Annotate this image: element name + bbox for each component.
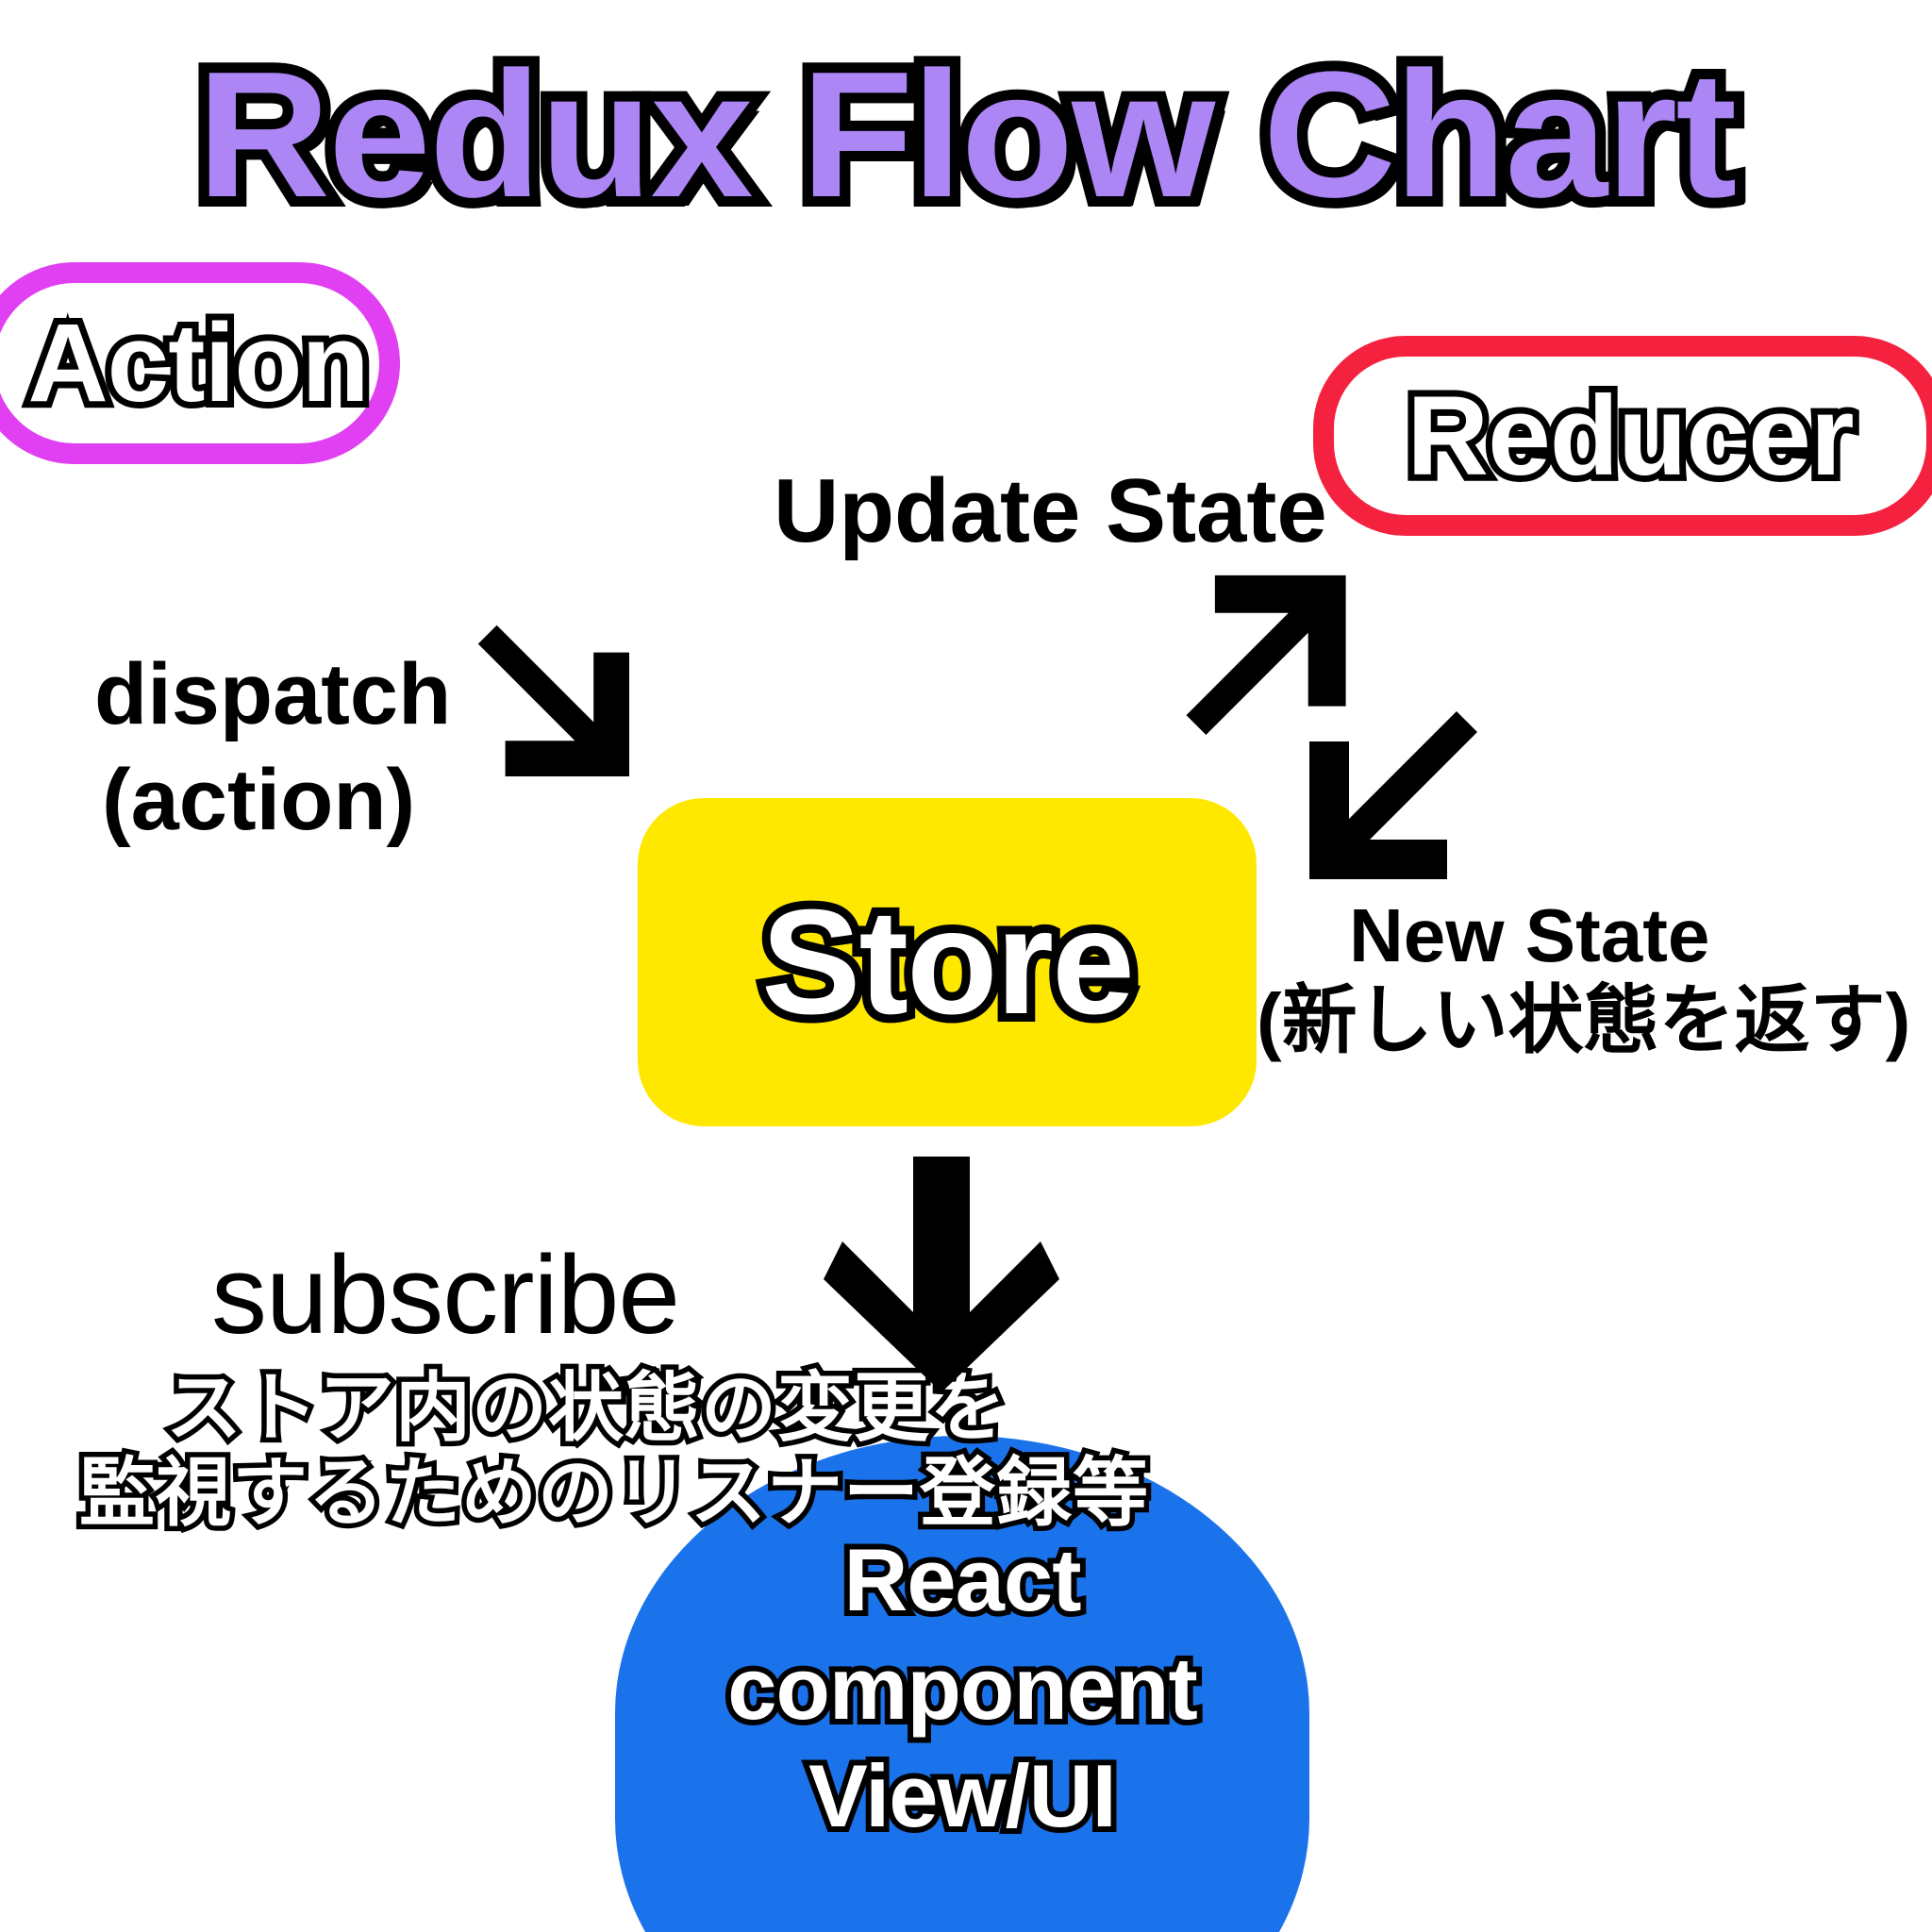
edge-label-dispatch: dispatch [94, 646, 452, 742]
node-action[interactable]: Action [0, 262, 400, 464]
edge-label-new-state-jp: (新しい状態を返す) [1257, 978, 1911, 1062]
arrow-down-left-icon [1298, 702, 1487, 891]
node-reducer[interactable]: Reducer [1313, 336, 1932, 536]
edge-label-dispatch-arg: (action) [102, 752, 416, 848]
node-store-label: Store [753, 879, 1143, 1045]
node-react-component[interactable]: React component View/UI [615, 1436, 1309, 1932]
node-react-label-line1: React [838, 1524, 1087, 1635]
node-react-label-line2: component [722, 1633, 1204, 1743]
node-store[interactable]: Store [638, 798, 1257, 1126]
edge-label-subscribe: subscribe [211, 1233, 680, 1357]
subscribe-note-line1: ストア内の状態の変更を [161, 1360, 1011, 1455]
subscribe-note: ストア内の状態の変更を 監視するためのリスナー登録等 [75, 1360, 1154, 1540]
edge-label-update-state: Update State [774, 460, 1327, 561]
arrow-up-right-icon [1177, 574, 1357, 753]
node-reducer-label: Reducer [1400, 373, 1860, 499]
page-title: Redux Flow Chart [186, 35, 1747, 235]
arrow-down-icon [819, 1157, 1064, 1392]
subscribe-note-line2: 監視するためのリスナー登録等 [75, 1445, 1154, 1540]
node-react-label-line3: View/UI [803, 1740, 1123, 1851]
arrow-down-right-icon [468, 615, 638, 785]
edge-label-new-state: New State [1349, 893, 1710, 977]
node-action-label: Action [21, 301, 375, 425]
